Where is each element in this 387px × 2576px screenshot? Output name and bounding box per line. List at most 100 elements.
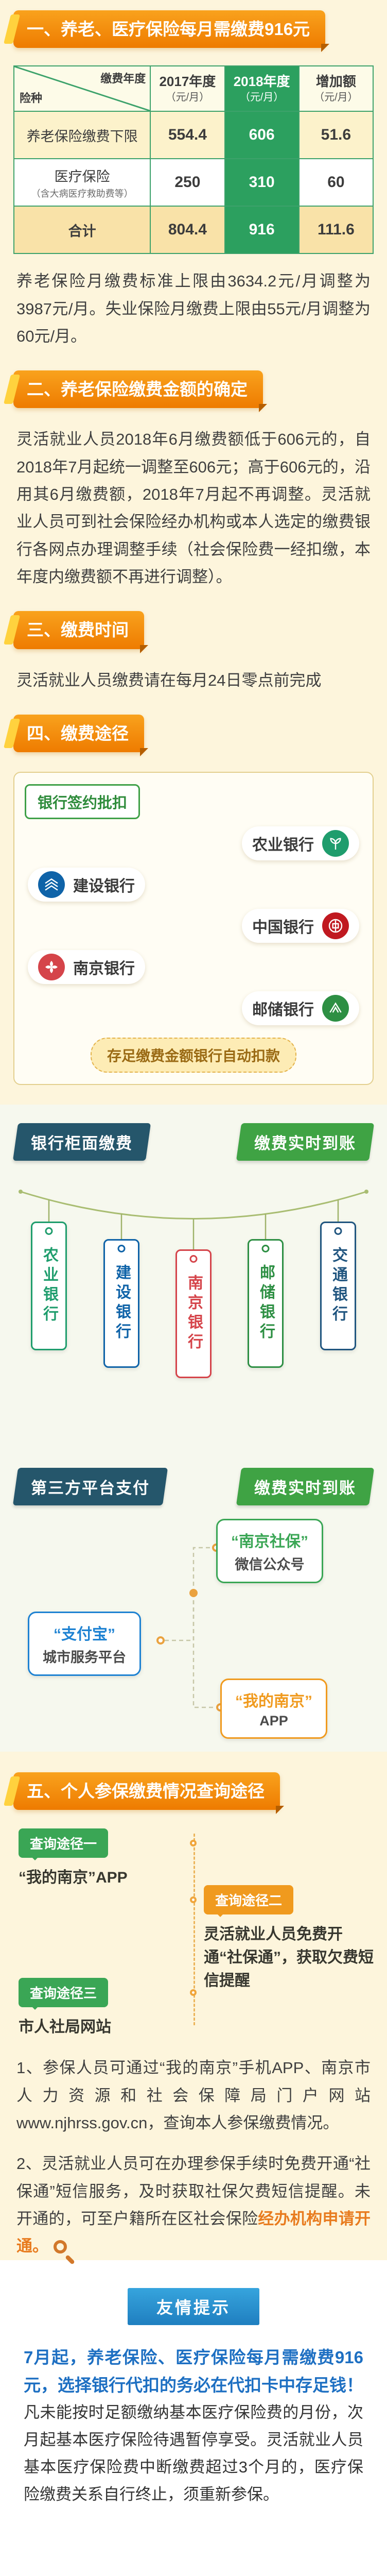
highlight-text: 经办机构申请开通。 — [16, 2209, 371, 2256]
section5-header: 五、个人参保缴费情况查询途径 — [13, 1772, 387, 1815]
bank-row: 建设银行 — [28, 868, 359, 902]
section4-ribbon: 四、缴费途径 — [13, 714, 148, 757]
counter-pay-text: 银行柜面缴费 — [31, 1134, 133, 1153]
bank-name: 南京银行 — [73, 960, 135, 978]
payment-time-text: 灵活就业人员缴费请在每月24日零点前完成 — [16, 671, 322, 689]
row-label: 合计 — [13, 206, 151, 255]
section4-header: 四、缴费途径 — [13, 714, 387, 757]
query-desc-3: 市人社局网站 — [19, 2019, 111, 2036]
bank-row: 邮储银行 — [28, 991, 359, 1026]
bank-tag-text: 建设银行 — [113, 1264, 130, 1343]
query-tag-2: 查询途径二 — [204, 1885, 294, 1918]
realtime-badge-1: 缴费实时到账 — [236, 1123, 375, 1161]
section1-title: 一、养老、医疗保险每月需缴费916元 — [27, 20, 310, 39]
bank-tag-bocom: 交通银行 — [320, 1222, 356, 1351]
cell-2017: 804.4 — [150, 206, 225, 255]
col-header-2018-text: 2018年度 — [233, 74, 290, 90]
section1-header: 一、养老、医疗保险每月需缴费916元 — [13, 10, 387, 53]
magnifier-icon — [54, 2240, 67, 2254]
bank-batch-box: 银行签约批扣 农业银行 建设银行 中国银行 — [13, 772, 374, 1086]
tips-body: 凡未能按时足额缴纳基本医疗保险费的月份，次月起基本医疗保险待遇暂停享受。灵活就业… — [24, 2403, 363, 2503]
bank-tag-abc: 农业银行 — [31, 1222, 67, 1351]
thirdparty-text: 第三方平台支付 — [31, 1479, 150, 1498]
bank-pill-abc: 农业银行 — [242, 826, 359, 861]
platform-sub: 城市服务平台 — [43, 1650, 126, 1666]
cell-2017: 250 — [150, 158, 225, 207]
payment-channels-panel: 银行柜面缴费 缴费实时到账 农业银行 建设银行 — [0, 1105, 387, 1752]
timeline-dot — [189, 1840, 197, 1847]
col-header-2017: 2017年度 （元/月） — [150, 65, 225, 112]
platform-name: “支付宝” — [54, 1626, 115, 1643]
section3-header: 三、缴费时间 — [13, 611, 387, 653]
bank-tag-text: 南京银行 — [185, 1275, 202, 1353]
row-label-sub: （含大病医疗救助费等） — [31, 188, 133, 199]
bank-row: 中国银行 — [28, 909, 359, 943]
cell-2018: 310 — [224, 158, 300, 207]
realtime-text-1: 缴费实时到账 — [254, 1134, 356, 1153]
section3-title: 三、缴费时间 — [27, 620, 129, 640]
cell-increase: 111.6 — [298, 206, 374, 255]
row-label-text: 医疗保险 — [54, 168, 110, 184]
row-label-text: 合计 — [68, 223, 96, 239]
info-paragraph-1: 1、参保人员可通过“我的南京”手机APP、南京市人力资源和社会保障局门户网站ww… — [16, 2059, 371, 2132]
thirdparty-label: 第三方平台支付 — [12, 1468, 168, 1506]
section3-ribbon: 三、缴费时间 — [13, 611, 148, 653]
friendly-tips-ribbon: 友情提示 — [128, 2287, 259, 2325]
col-unit: （元/月） — [228, 91, 295, 105]
table-header-row: 缴费年度 险种 2017年度 （元/月） 2018年度 （元/月） 增加额 （元… — [13, 65, 374, 112]
row-label-text: 养老保险缴费下限 — [26, 128, 138, 144]
cell-2017: 554.4 — [150, 111, 225, 160]
row-label: 养老保险缴费下限 — [13, 111, 151, 160]
ccb-bank-logo-icon — [38, 871, 65, 899]
section1-ribbon: 一、养老、医疗保险每月需缴费916元 — [13, 10, 330, 53]
query-desc-2: 灵活就业人员免费开通“社保通”，获取欠费短信提醒 — [204, 1926, 374, 1990]
bank-row: 农业银行 — [28, 826, 359, 861]
bank-pill-psbc: 邮储银行 — [242, 991, 359, 1026]
platform-tag-mynanjing: “我的南京” APP — [220, 1679, 327, 1739]
realtime-text-2: 缴费实时到账 — [254, 1479, 356, 1498]
bank-tag-text: 邮储银行 — [257, 1264, 274, 1343]
counter-pay-label: 银行柜面缴费 — [12, 1123, 151, 1161]
query-item-1: 查询途径一 “我的南京”APP — [19, 1828, 188, 1889]
query-desc-1: “我的南京”APP — [19, 1869, 128, 1887]
bank-pill-bonj: 南京银行 — [28, 950, 145, 985]
platform-tags-area: “南京社保” 微信公众号 “支付宝” 城市服务平台 “我的南京” APP — [0, 1505, 387, 1748]
bank-row: 南京银行 — [28, 950, 359, 985]
medical-row: 医疗保险 （含大病医疗救助费等） 250 310 60 — [13, 158, 374, 207]
query-tag-1: 查询途径一 — [19, 1828, 109, 1861]
corner-top-label: 缴费年度 — [100, 72, 146, 86]
query-item-2: 查询途径二 灵活就业人员免费开通“社保通”，获取欠费短信提醒 — [204, 1885, 374, 1992]
bank-name: 邮储银行 — [252, 1002, 314, 1019]
note-paragraph: 养老保险月缴费标准上限由3634.2元/月调整为3987元/月。失业保险月缴费上… — [16, 272, 371, 345]
bank-name: 中国银行 — [252, 919, 314, 937]
col-header-increase-text: 增加额 — [315, 74, 356, 90]
query-tag-3: 查询途径三 — [19, 1978, 109, 2010]
bank-tag-bonj: 南京银行 — [175, 1249, 212, 1379]
platform-tag-alipay: “支付宝” 城市服务平台 — [28, 1612, 141, 1676]
corner-bottom-label: 险种 — [20, 91, 43, 105]
bank-name: 建设银行 — [73, 878, 135, 895]
tips-paragraph: 7月起，养老保险、医疗保险每月需缴费916元，选择银行代扣的务必在代扣卡中存足钱… — [24, 2344, 363, 2509]
nanjing-bank-logo-icon — [38, 954, 65, 981]
table-corner-cell: 缴费年度 险种 — [13, 65, 151, 112]
col-header-increase: 增加额 （元/月） — [298, 65, 374, 112]
bank-tag-ccb: 建设银行 — [103, 1239, 139, 1368]
section5-ribbon: 五、个人参保缴费情况查询途径 — [13, 1772, 284, 1815]
timeline-dot — [189, 1896, 197, 1904]
query-timeline: 查询途径一 “我的南京”APP 查询途径二 灵活就业人员免费开通“社保通”，获取… — [0, 1819, 387, 2041]
section2-ribbon: 二、养老保险缴费金额的确定 — [13, 370, 267, 413]
col-unit: （元/月） — [165, 92, 210, 104]
timeline-dot — [189, 1989, 197, 1996]
bank-tag-text: 交通银行 — [330, 1247, 347, 1326]
col-header-2017-text: 2017年度 — [159, 74, 216, 90]
info-paragraph-2-text: 2、灵活就业人员可在办理参保手续时免费开通“社保通”短信服务，及时获取社保欠费短… — [16, 2155, 371, 2228]
auto-deduct-note: 存足缴费金额银行自动扣款 — [90, 1038, 296, 1073]
platform-sub: APP — [259, 1713, 288, 1729]
thirdparty-label-row: 第三方平台支付 缴费实时到账 — [0, 1449, 387, 1506]
realtime-badge-2: 缴费实时到账 — [236, 1468, 375, 1506]
platform-sub: 微信公众号 — [235, 1557, 305, 1573]
section2-header: 二、养老保险缴费金额的确定 — [13, 370, 387, 413]
platform-name: “南京社保” — [231, 1533, 308, 1551]
cell-increase: 60 — [298, 158, 374, 207]
bank-tag-psbc: 邮储银行 — [248, 1239, 284, 1368]
